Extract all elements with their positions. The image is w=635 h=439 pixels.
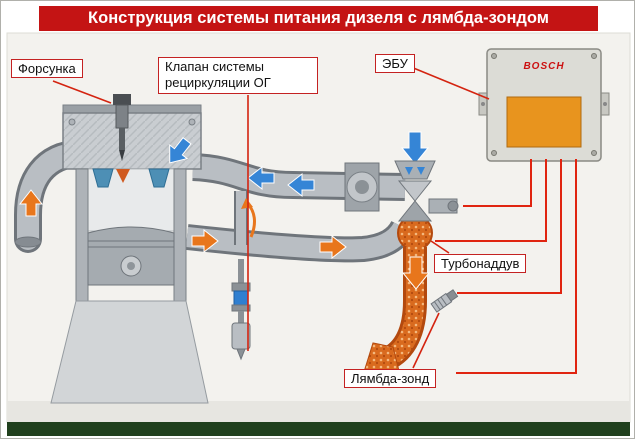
egr-valve-icon	[233, 290, 249, 306]
lambda-sensor-icon	[430, 289, 459, 313]
leader-lambda	[412, 312, 440, 369]
exhaust-flow-arrows	[191, 228, 347, 260]
leader-injector	[52, 80, 112, 104]
intake-valve-icon	[92, 168, 114, 188]
label-egr-valve: Клапан системы рециркуляции ОГ	[158, 57, 318, 94]
footer-strip	[7, 422, 630, 436]
engine-block	[50, 94, 209, 404]
intake-arrow-into-engine	[169, 136, 192, 164]
exhaust-valve-icon	[148, 168, 170, 188]
label-injector: Форсунка	[11, 59, 83, 78]
turbocharger-icon	[394, 131, 459, 251]
leader-turbo	[430, 240, 450, 254]
piston-icon	[87, 226, 175, 286]
ecu-panel	[506, 96, 582, 148]
intake-down-arrow	[400, 131, 430, 165]
intake-mixer-flange	[344, 162, 380, 212]
egr-valve-assembly	[231, 191, 256, 361]
exhaust-up-arrow	[18, 189, 44, 217]
ecu-box	[478, 48, 610, 162]
injector-icon	[113, 94, 131, 161]
ecu-wires	[435, 159, 577, 374]
label-ecu: ЭБУ	[375, 54, 415, 73]
page-title: Конструкция системы питания дизеля с лям…	[39, 6, 598, 31]
label-turbo: Турбонаддув	[434, 254, 527, 273]
label-lambda: Лямбда-зонд	[344, 369, 437, 388]
leader-ecu	[410, 66, 490, 100]
combustion-flame-icon	[116, 169, 130, 183]
ecu-brand-logo: BOSCH	[523, 61, 565, 72]
leader-lines	[52, 66, 490, 369]
exhaust-down-arrow	[401, 256, 431, 290]
